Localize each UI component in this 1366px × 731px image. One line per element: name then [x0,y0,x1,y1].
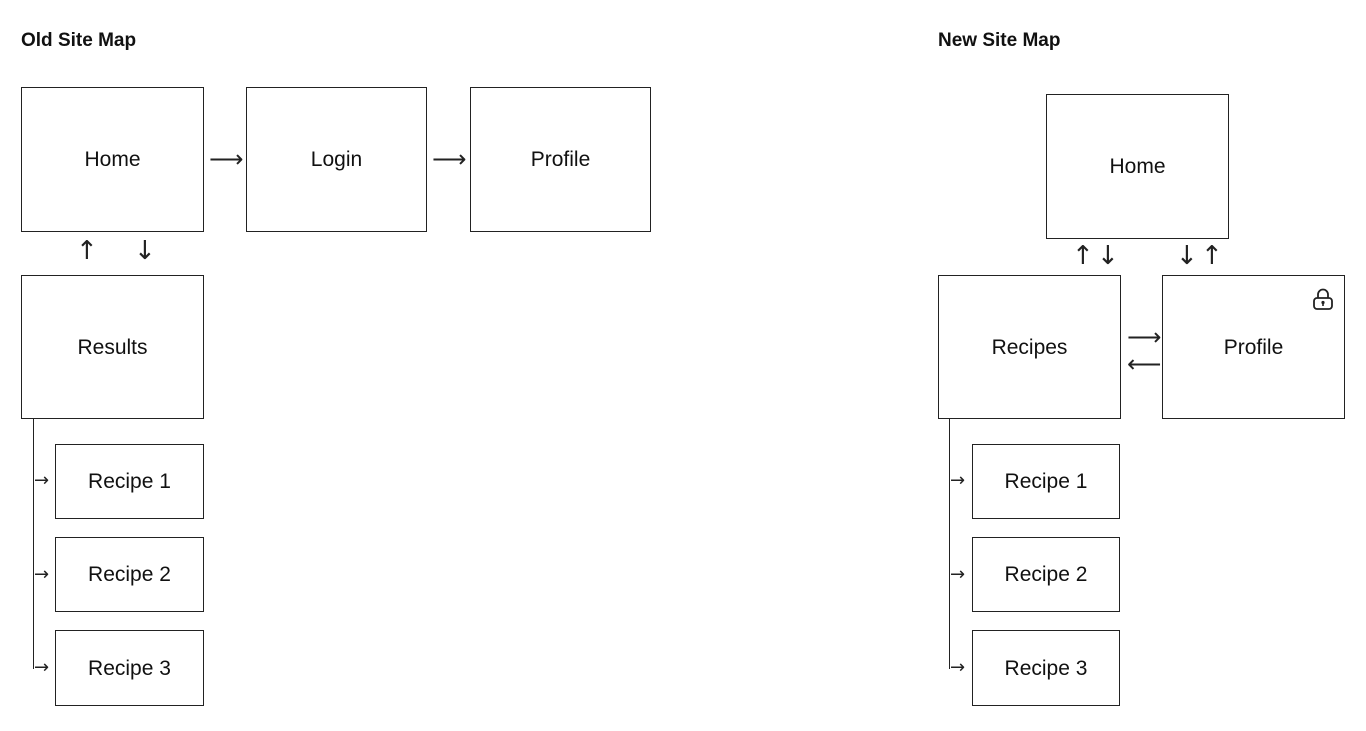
new-home-to-recipes-arrow: ↓ [1097,241,1119,271]
old-login-label: Login [310,148,363,171]
new-site-map-title: New Site Map [938,30,1061,51]
new-recipe-3-node: Recipe 3 [972,630,1120,706]
new-profile-to-recipes-arrow: ⟵ [1127,350,1162,378]
new-recipe-3-connector: → [950,657,966,678]
old-recipe-3-connector: → [34,657,50,678]
old-recipe-3-label: Recipe 3 [88,656,171,680]
new-home-node: Home [1046,94,1229,239]
new-recipe-1-connector: → [950,470,966,491]
new-recipes-label: Recipes [991,335,1068,359]
old-results-label: Results [77,335,148,359]
new-profile-label: Profile [1223,335,1284,359]
old-home-label: Home [84,148,141,171]
new-recipe-3-label: Recipe 3 [1004,656,1088,680]
old-login-node: Login [246,87,427,232]
old-recipe-1-label: Recipe 1 [88,470,171,493]
old-login-to-profile-arrow: ⟶ [432,145,467,173]
new-recipe-1-node: Recipe 1 [972,444,1120,519]
new-home-label: Home [1109,155,1166,178]
old-recipe-1-connector: → [34,470,50,491]
old-recipe-1-node: Recipe 1 [55,444,204,519]
old-profile-node: Profile [470,87,651,232]
new-recipe-2-label: Recipe 2 [1004,563,1088,586]
old-profile-label: Profile [530,148,591,171]
old-results-to-home-arrow: ↑ [76,236,98,266]
lock-icon [1313,288,1333,310]
old-results-node: Results [21,275,204,419]
new-home-to-profile-arrow: ↓ [1176,241,1198,271]
new-recipes-to-profile-arrow: ⟶ [1127,323,1162,351]
new-recipe-1-label: Recipe 1 [1004,470,1088,493]
old-recipe-2-node: Recipe 2 [55,537,204,612]
old-home-node: Home [21,87,204,232]
new-recipe-2-node: Recipe 2 [972,537,1120,612]
new-recipes-branch-line [949,418,950,669]
old-site-map-title: Old Site Map [21,30,137,51]
old-home-to-results-arrow: ↓ [134,236,156,266]
old-home-to-login-arrow: ⟶ [209,145,244,173]
old-recipe-2-label: Recipe 2 [88,563,171,586]
new-recipes-node: Recipes [938,275,1121,419]
old-recipe-2-connector: → [34,564,50,585]
new-recipes-to-home-arrow: ↑ [1072,241,1094,271]
old-results-branch-line [33,418,34,669]
new-profile-to-home-arrow: ↑ [1201,241,1223,271]
new-recipe-2-connector: → [950,564,966,585]
old-recipe-3-node: Recipe 3 [55,630,204,706]
